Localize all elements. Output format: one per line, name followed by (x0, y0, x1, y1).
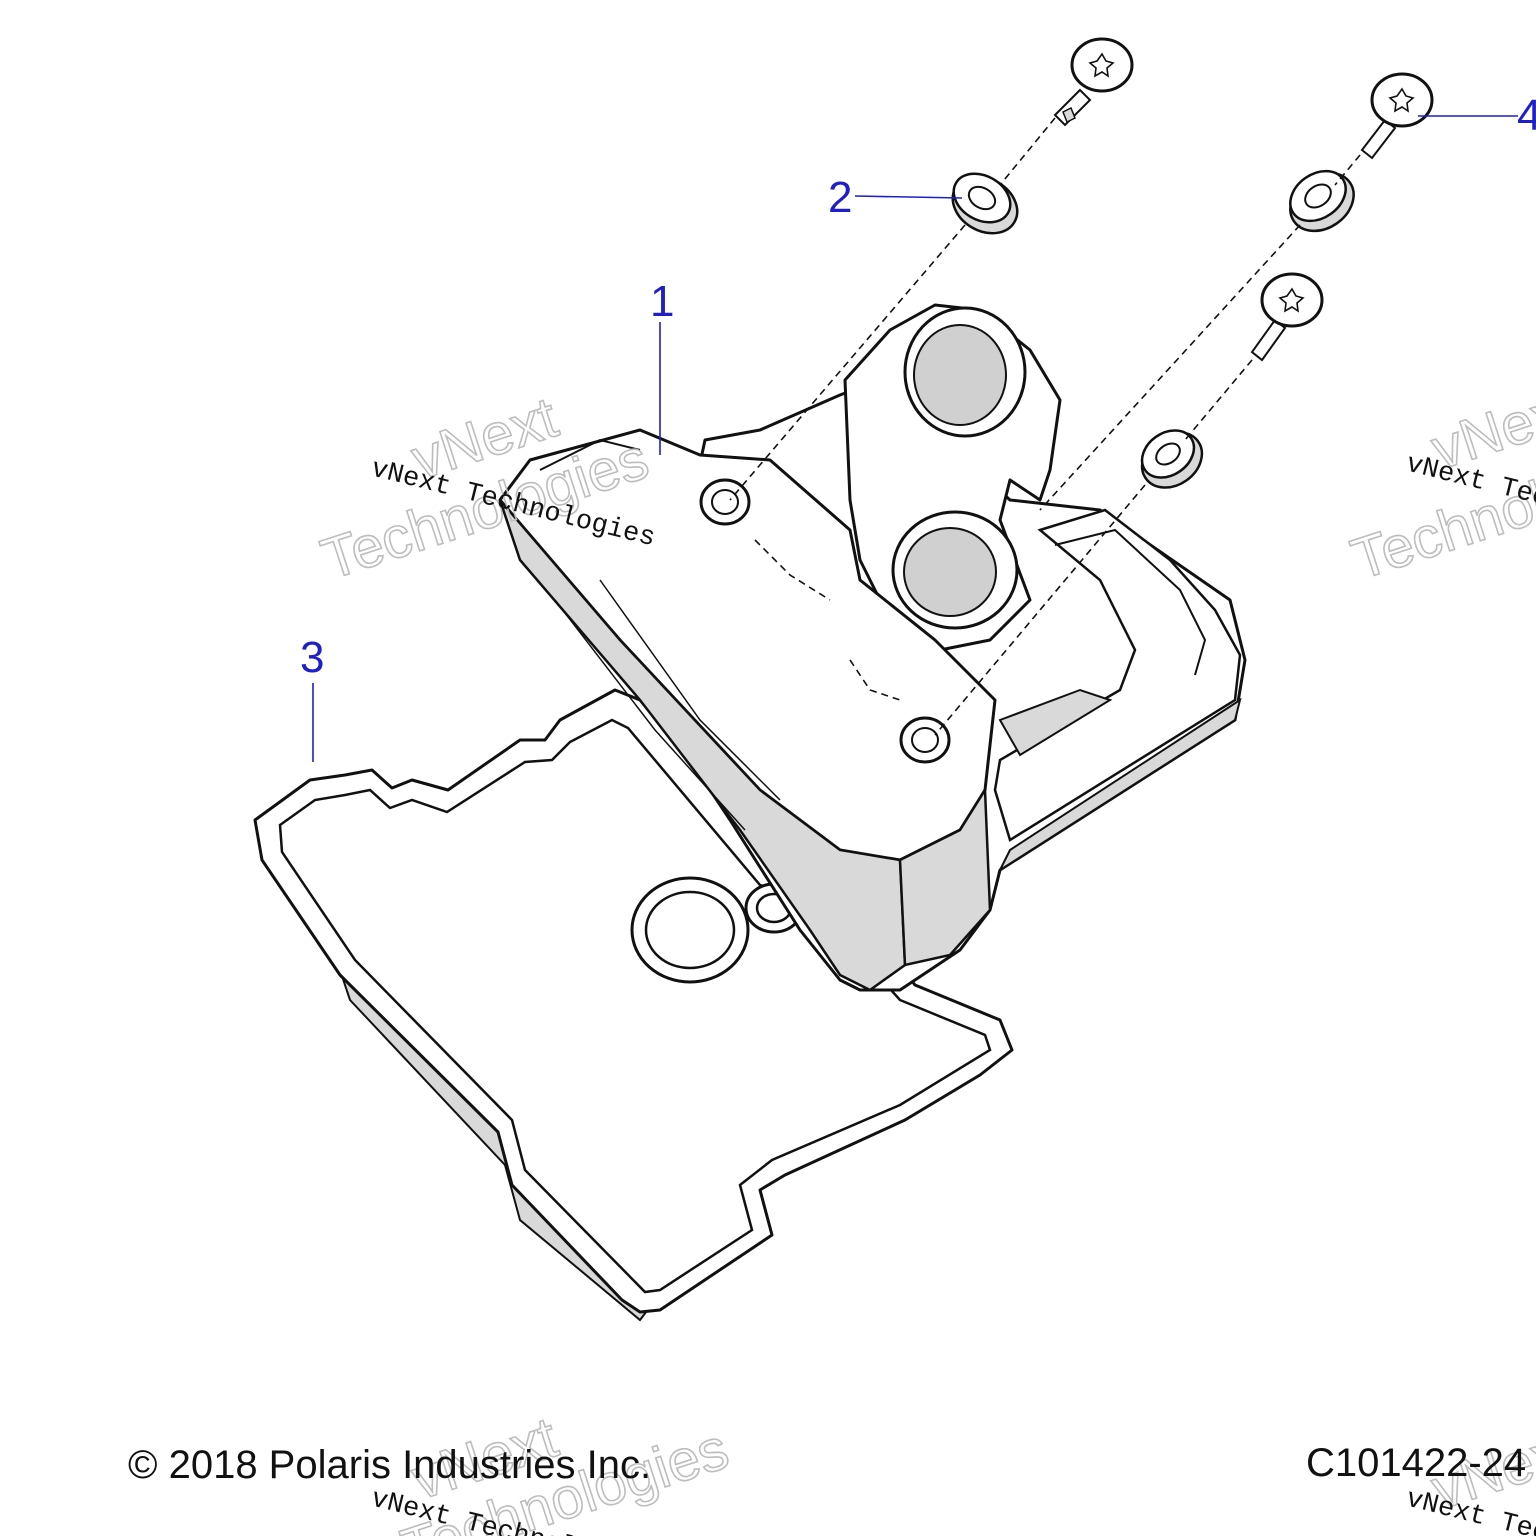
torx-screw-upper (1053, 37, 1134, 127)
torx-screw-right-upper (1360, 72, 1434, 160)
washer-right-upper (1289, 169, 1355, 233)
valve-cover (498, 303, 1247, 992)
washer-upper (951, 172, 1019, 235)
figure-code: C101422-24 (1306, 1441, 1526, 1485)
callout-3: 3 (300, 633, 324, 682)
torx-screw-right-lower (1250, 272, 1324, 362)
assembly-lines (729, 117, 1361, 736)
callout-1: 1 (650, 277, 674, 326)
callout-4: 4 (1517, 91, 1536, 140)
copyright-text: © 2018 Polaris Industries Inc. (128, 1443, 651, 1487)
washer-right-lower (1140, 429, 1204, 489)
leader-lines (312, 115, 1518, 762)
callout-2: 2 (828, 173, 852, 222)
